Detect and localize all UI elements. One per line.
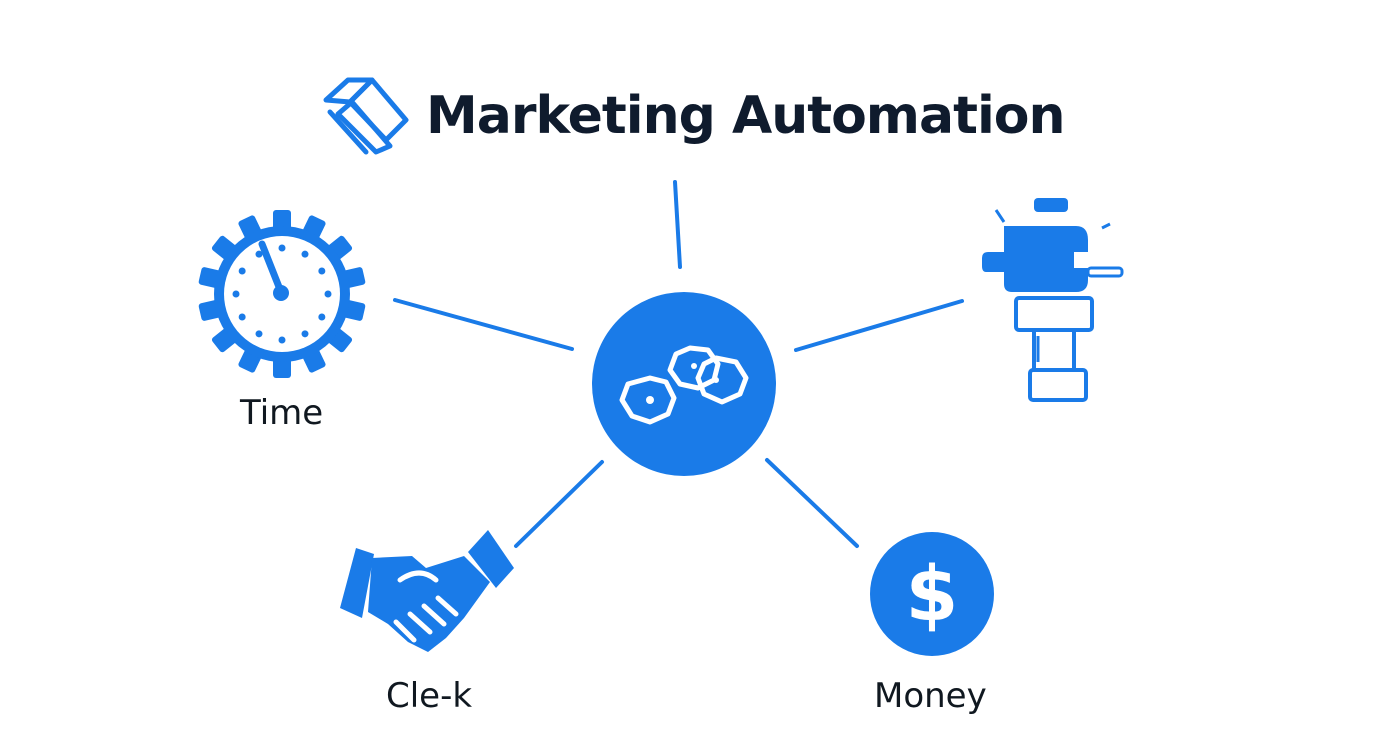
mechanical-tool-icon [982,198,1124,402]
connector-money [765,458,859,548]
dial-dot [318,313,326,321]
connector-time [393,298,574,351]
connector-top [673,180,682,269]
stopwatch-gear-icon [198,210,366,378]
dial-dot [318,267,326,275]
dial-dot [238,267,246,275]
dial-dot [278,244,286,252]
money-label: Money [874,676,987,716]
dial-dot [324,290,332,298]
dial-dot [255,330,263,338]
svg-text:$: $ [906,549,959,638]
dollar-coin-icon: $ [870,532,994,656]
dial-dot [238,313,246,321]
logo-icon [323,77,409,155]
cog-tooth [273,210,291,230]
cog-tooth [273,358,291,378]
dial-dot [301,250,309,258]
time-label: Time [240,393,324,433]
connector-click [514,460,604,548]
dial-dot [278,336,286,344]
handshake-icon [340,530,514,652]
connector-tool [794,299,964,352]
dial-dot [255,250,263,258]
gears-hub-icon [592,292,776,476]
page-title: Marketing Automation [426,86,1066,146]
dial-dot [301,330,309,338]
dial-dot [232,290,240,298]
click-label: Cle-k [386,676,473,716]
